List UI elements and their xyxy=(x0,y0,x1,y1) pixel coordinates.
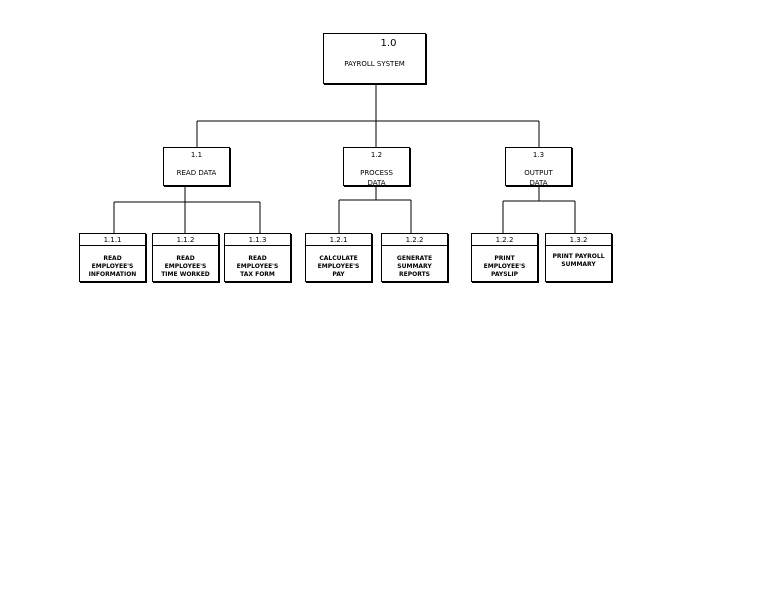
node-number: 1.3 xyxy=(532,151,545,159)
leaf-number: 1.3.2 xyxy=(546,234,611,246)
leaf-number: 1.1.1 xyxy=(80,234,145,246)
leaf-title: READ EMPLOYEE'S TAX FORM xyxy=(236,255,279,278)
leaf-number: 1.2.2 xyxy=(382,234,447,246)
leaf-node: 1.1.2 READ EMPLOYEE'S TIME WORKED xyxy=(152,233,219,282)
node-output-data: 1.3 OUTPUT DATA xyxy=(505,147,572,186)
node-number: 1.1 xyxy=(190,151,203,159)
leaf-node: 1.2.2 GENERATE SUMMARY REPORTS xyxy=(381,233,448,282)
node-title: READ DATA xyxy=(176,169,217,177)
leaf-node: 1.1.3 READ EMPLOYEE'S TAX FORM xyxy=(224,233,291,282)
leaf-node: 1.3.2 PRINT PAYROLL SUMMARY xyxy=(545,233,612,282)
leaf-title: READ EMPLOYEE'S INFORMATION xyxy=(88,255,137,278)
leaf-number: 1.2.2 xyxy=(472,234,537,246)
leaf-number: 1.1.3 xyxy=(225,234,290,246)
leaf-title: GENERATE SUMMARY REPORTS xyxy=(396,255,433,278)
leaf-node: 1.1.1 READ EMPLOYEE'S INFORMATION xyxy=(79,233,146,282)
node-title: PROCESS DATA xyxy=(360,169,393,186)
leaf-number: 1.1.2 xyxy=(153,234,218,246)
leaf-title: PRINT PAYROLL SUMMARY xyxy=(552,253,605,268)
node-process-data: 1.2 PROCESS DATA xyxy=(343,147,410,186)
root-node: 1.0 PAYROLL SYSTEM xyxy=(323,33,426,84)
leaf-number: 1.2.1 xyxy=(306,234,371,246)
leaf-title: PRINT EMPLOYEE'S PAYSLIP xyxy=(483,255,526,278)
leaf-node: 1.2.1 CALCULATE EMPLOYEE'S PAY xyxy=(305,233,372,282)
root-title: PAYROLL SYSTEM xyxy=(344,60,405,68)
node-number: 1.2 xyxy=(370,151,383,159)
leaf-title: READ EMPLOYEE'S TIME WORKED xyxy=(161,255,210,278)
node-read-data: 1.1 READ DATA xyxy=(163,147,230,186)
node-title: OUTPUT DATA xyxy=(524,169,553,186)
root-number: 1.0 xyxy=(380,38,397,49)
leaf-node: 1.2.2 PRINT EMPLOYEE'S PAYSLIP xyxy=(471,233,538,282)
leaf-title: CALCULATE EMPLOYEE'S PAY xyxy=(317,255,360,278)
